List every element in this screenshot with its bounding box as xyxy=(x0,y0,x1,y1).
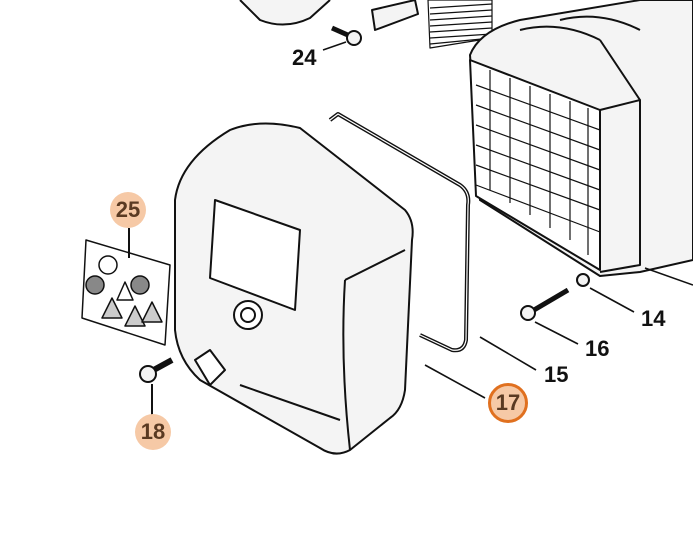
warning-decal-25 xyxy=(81,239,171,346)
callout-18[interactable]: 18 xyxy=(135,414,171,450)
filter-cover-17 xyxy=(174,122,414,455)
screw-18 xyxy=(139,357,174,383)
grille xyxy=(427,0,493,49)
callout-24[interactable]: 24 xyxy=(292,45,317,70)
callout-14[interactable]: 14 xyxy=(641,306,666,331)
callout-25[interactable]: 25 xyxy=(110,192,146,228)
callout-17-selected[interactable]: 17 xyxy=(488,383,528,423)
callout-16[interactable]: 16 xyxy=(585,336,610,361)
leader-lines xyxy=(424,287,635,399)
screw-24 xyxy=(330,25,362,46)
nut-14 xyxy=(576,273,590,287)
upper-part xyxy=(239,0,331,26)
screw-16 xyxy=(520,287,570,321)
label-plate xyxy=(371,0,419,31)
callout-15[interactable]: 15 xyxy=(544,362,569,387)
air-filter-housing xyxy=(469,0,693,286)
